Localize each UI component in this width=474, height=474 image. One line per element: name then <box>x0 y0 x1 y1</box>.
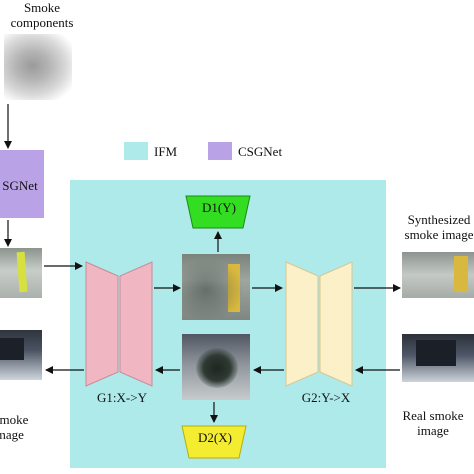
synthesized-label-line2: smoke image <box>398 227 474 242</box>
real-smoke-image-left-label: l smoke image <box>0 412 50 442</box>
real-right-label-line1: Real smoke <box>394 408 472 423</box>
generator-g2-label: G2:Y->X <box>284 390 368 405</box>
g2-decoder-shape <box>320 262 352 386</box>
g1-encoder-shape <box>86 262 118 386</box>
g2-encoder-shape <box>286 262 318 386</box>
generator-g2 <box>286 262 352 386</box>
discriminator-d1-label: D1(Y) <box>184 200 254 215</box>
synthesized-label-line1: Synthesized <box>398 212 474 227</box>
generator-g1-label: G1:X->Y <box>80 390 164 405</box>
generator-g1 <box>86 262 152 386</box>
discriminator-d2-label: D2(X) <box>180 430 250 445</box>
synthesized-smoke-image-label: Synthesized smoke image <box>398 212 474 242</box>
real-left-label-line2: image <box>0 427 50 442</box>
g1-decoder-shape <box>120 262 152 386</box>
real-smoke-image-label: Real smoke image <box>394 408 472 438</box>
real-right-label-line2: image <box>394 423 472 438</box>
real-left-label-line1: l smoke <box>0 412 50 427</box>
